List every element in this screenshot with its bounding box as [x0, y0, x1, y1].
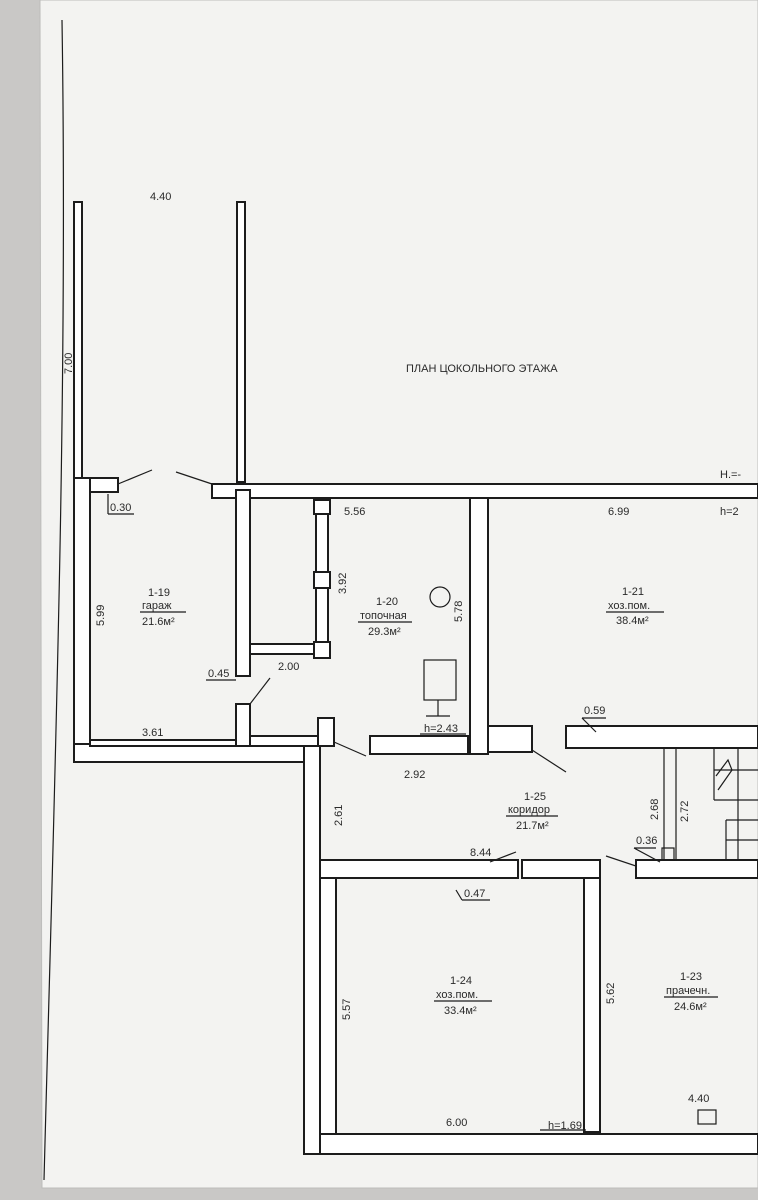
dim-599: 5.99	[95, 605, 107, 626]
dim-272: 2.72	[679, 801, 691, 822]
door-corridor-room24	[489, 851, 517, 863]
dim-h169: h=1.69	[548, 1120, 582, 1132]
room-id-1-19: 1-19	[148, 587, 170, 599]
wall-room21-bottom-right	[565, 725, 758, 749]
dim-844: 8.44	[470, 847, 491, 859]
wall-garage-right-upper	[236, 201, 246, 483]
edge-mark-level: Н.=-	[720, 469, 741, 481]
partition-node-2	[313, 571, 331, 589]
plan-title: ПЛАН ЦОКОЛЬНОГО ЭТАЖА	[406, 363, 558, 375]
room-name-garage: гараж	[142, 600, 172, 612]
dim-361: 3.61	[142, 727, 163, 739]
partition-node-1	[313, 499, 331, 515]
room-area-1-19: 21.6м²	[142, 616, 175, 628]
dim-292: 2.92	[404, 769, 425, 781]
wall-room24-room23	[583, 877, 601, 1133]
dim-036: 0.36	[636, 835, 657, 847]
wall-boiler-bottom-right	[369, 735, 469, 755]
wall-bottom	[319, 1133, 758, 1155]
dim-047: 0.47	[464, 888, 485, 900]
room-area-1-21: 38.4м²	[616, 615, 649, 627]
wall-garage-boiler-lower	[235, 703, 251, 747]
room-area-1-20: 29.3м²	[368, 626, 401, 638]
wall-main-horizontal	[211, 483, 758, 499]
dim-top-width: 4.40	[150, 191, 171, 203]
door-room21-corridor	[531, 749, 567, 773]
door-garage-top-left	[117, 469, 153, 485]
dim-h243: h=2.43	[424, 723, 458, 735]
wall-garage-boiler	[235, 489, 251, 677]
wall-room24-left	[319, 877, 337, 1155]
room-id-1-23: 1-23	[680, 971, 702, 983]
room-name-corridor: коридор	[508, 804, 550, 816]
room-name-laundry: прачечн.	[666, 985, 710, 997]
dim-557: 5.57	[341, 999, 353, 1020]
room-area-1-24: 33.4м²	[444, 1005, 477, 1017]
door-corridor-room23	[605, 855, 637, 867]
room-id-1-20: 1-20	[376, 596, 398, 608]
room-name-boiler: топочная	[360, 610, 407, 622]
wall-corridor-bottom-left	[319, 859, 519, 879]
dim-562: 5.62	[605, 983, 617, 1004]
boiler-unit	[423, 659, 457, 701]
dim-030: 0.30	[110, 502, 131, 514]
wall-outer-left-vert	[303, 743, 321, 1155]
dim-261: 2.61	[333, 805, 345, 826]
leader-030	[107, 494, 134, 515]
plan-border	[43, 19, 65, 1181]
wall-garage-left-lower	[73, 477, 91, 763]
room-id-1-24: 1-24	[450, 975, 472, 987]
door-boiler-corridor	[333, 741, 367, 757]
stairs	[661, 747, 758, 861]
boiler-round-equipment	[429, 586, 451, 608]
partition-node-3	[313, 641, 331, 659]
edge-mark-height: h=2	[720, 506, 739, 518]
door-garage-boiler	[249, 677, 271, 705]
wall-corridor-bottom-mid	[521, 859, 601, 879]
room-name-storage-21: хоз.пом.	[608, 600, 650, 612]
dim-556: 5.56	[344, 506, 365, 518]
dim-392: 3.92	[337, 573, 349, 594]
leader-036	[633, 847, 661, 863]
leader-059	[581, 717, 606, 733]
wall-boiler-room21	[469, 497, 489, 755]
wall-garage-left-upper	[73, 201, 83, 479]
paper-sheet	[39, 0, 758, 1189]
room-area-1-23: 24.6м²	[674, 1001, 707, 1013]
floor-drain	[697, 1109, 717, 1125]
dim-600: 6.00	[446, 1117, 467, 1129]
dim-059: 0.59	[584, 705, 605, 717]
room-id-1-25: 1-25	[524, 791, 546, 803]
wall-corridor-bottom-right	[635, 859, 758, 879]
partition-boiler-horizontal	[249, 643, 323, 655]
wall-boiler-jog	[317, 717, 335, 747]
dim-268: 2.68	[649, 799, 661, 820]
dim-045: 0.45	[208, 668, 229, 680]
door-garage-top-right	[175, 471, 213, 485]
room-id-1-21: 1-21	[622, 586, 644, 598]
wall-room21-bottom	[487, 725, 533, 753]
dim-699: 6.99	[608, 506, 629, 518]
dim-left-height: 7.00	[63, 353, 75, 374]
dim-200: 2.00	[278, 661, 299, 673]
dim-578: 5.78	[453, 601, 465, 622]
leader-047	[455, 889, 490, 901]
wall-garage-bottom	[89, 739, 237, 747]
room-area-1-25: 21.7м²	[516, 820, 549, 832]
dim-440-bottom: 4.40	[688, 1093, 709, 1105]
room-name-storage-24: хоз.пом.	[436, 989, 478, 1001]
